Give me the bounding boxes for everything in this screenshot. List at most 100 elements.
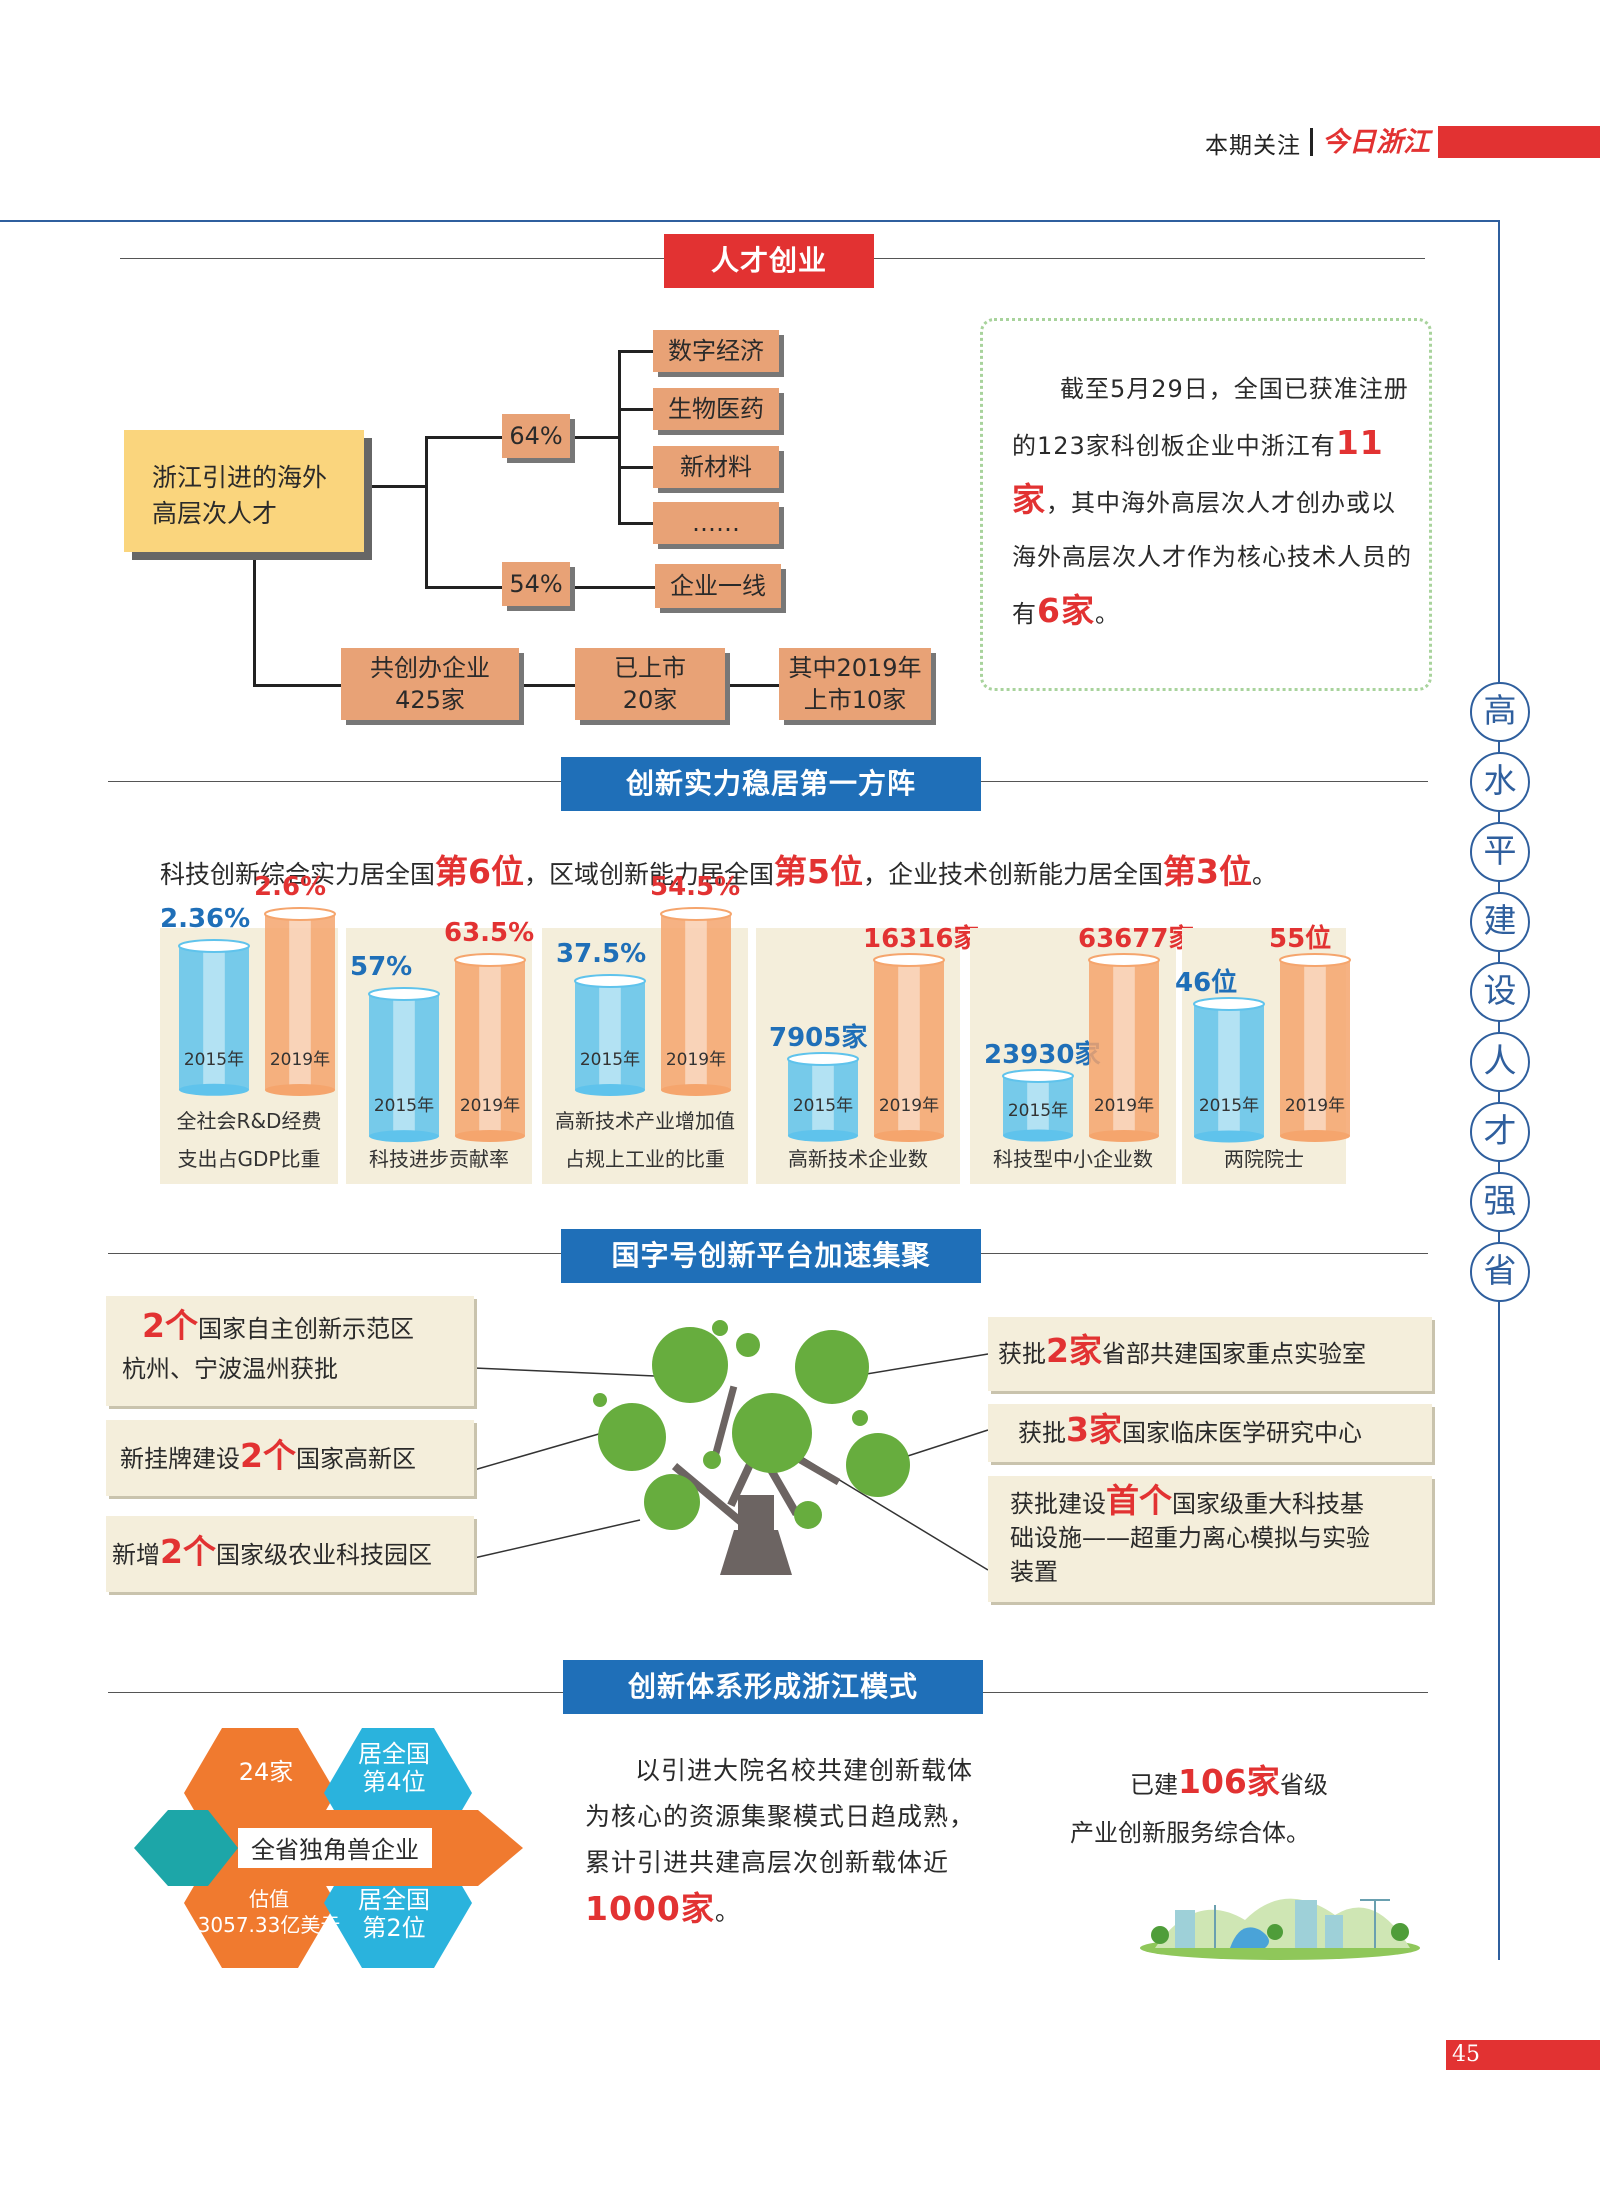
field-box: 数字经济	[653, 330, 779, 372]
vertical-title-char: 强	[1470, 1172, 1530, 1232]
bar-year-label: 2019年	[459, 1096, 521, 1116]
platform-text: 获批	[1018, 1419, 1066, 1447]
vertical-title-char: 省	[1470, 1242, 1530, 1302]
bar-2019	[264, 907, 336, 1096]
hex-rank2-text: 居全国 第2位	[334, 1886, 454, 1942]
ranking-number: 第3位	[1162, 852, 1252, 891]
bar-2015	[787, 1052, 859, 1142]
platform-number: 2个	[160, 1532, 216, 1571]
platform-text: 获批	[998, 1340, 1046, 1368]
unicorn-hexagon-graphic	[134, 1728, 523, 1968]
vertical-title-char: 平	[1470, 822, 1530, 882]
box-line: 已上市	[614, 654, 686, 682]
platform-item-line: 获批建设首个国家级重大科技基	[1010, 1484, 1432, 1521]
platform-text: 国家级重大科技基	[1172, 1490, 1364, 1518]
note-number: 6家	[1037, 591, 1095, 630]
hex-line: 居全国	[358, 1740, 430, 1768]
system-number: 106家	[1178, 1762, 1280, 1801]
bar-year-label: 2015年	[183, 1050, 245, 1070]
platform-number: 2家	[1046, 1331, 1102, 1370]
platform-text: 获批建设	[1010, 1490, 1106, 1518]
bar-value-label: 16316家	[863, 924, 980, 954]
hex-count-text: 24家	[238, 1758, 294, 1786]
vertical-title-char: 建	[1470, 892, 1530, 952]
bar-year-label: 2015年	[1007, 1101, 1069, 1122]
industrial-park-illustration	[1140, 1898, 1420, 1960]
system-line: 已建106家省级	[1070, 1758, 1370, 1809]
talent-main-line: 高层次人才	[152, 499, 278, 528]
stat-caption: 高新技术企业数	[756, 1140, 960, 1178]
platform-text: 新增	[112, 1541, 160, 1569]
connector	[253, 684, 343, 687]
stat-caption-line: 两院院士	[1224, 1147, 1304, 1171]
percent-64-box: 64%	[502, 414, 570, 458]
box-line: 425家	[395, 686, 465, 714]
connector	[570, 586, 655, 589]
box-line: 其中2019年	[788, 654, 922, 682]
box-line: 20家	[622, 686, 678, 714]
platform-text: 国家临床医学研究中心	[1121, 1419, 1362, 1447]
section-title-system: 创新体系形成浙江模式	[563, 1660, 983, 1714]
stat-caption: 科技进步贡献率	[346, 1140, 532, 1178]
header-divider	[1310, 128, 1313, 156]
magazine-logo: 今日浙江	[1322, 127, 1430, 158]
stat-caption: 两院院士	[1182, 1140, 1346, 1178]
bar-value-label: 54.5%	[650, 872, 741, 902]
bar-value-label: 46位	[1175, 967, 1238, 998]
note-number: 11家	[1012, 423, 1384, 519]
listed-box: 已上市 20家	[575, 648, 725, 720]
platform-item-line: 2个国家自主创新示范区	[142, 1306, 474, 1349]
stat-caption: 全社会R&D经费支出占GDP比重	[160, 1102, 338, 1178]
field-box: 生物医药	[653, 388, 779, 430]
platform-item-big-facility: 获批建设首个国家级重大科技基 础设施——超重力离心模拟与实验 装置	[988, 1476, 1432, 1602]
note-text-part: 。	[1094, 600, 1120, 628]
bar-value-label: 2.6%	[254, 872, 327, 902]
platform-item-clinical-centers: 获批3家国家临床医学研究中心	[988, 1404, 1432, 1462]
connector	[618, 350, 653, 353]
section-title-talent: 人才创业	[664, 234, 874, 288]
bar-value-label: 57%	[350, 951, 413, 982]
stat-caption-line: 全社会R&D经费	[176, 1109, 322, 1133]
bar-2019	[1088, 953, 1160, 1142]
connector	[618, 350, 621, 525]
star-market-note-box	[980, 318, 1432, 691]
vertical-title-char: 人	[1470, 1032, 1530, 1092]
bar-year-label: 2015年	[373, 1096, 435, 1116]
hex-line: 估值	[249, 1887, 289, 1911]
connector	[618, 408, 653, 411]
column-name: 本期关注	[1205, 133, 1301, 159]
platform-item-demo-zones: 2个国家自主创新示范区 杭州、宁波温州获批	[106, 1296, 474, 1406]
connector	[724, 684, 780, 687]
bar-value-label: 63677家	[1078, 924, 1195, 954]
bar-2019	[660, 907, 732, 1096]
talent-main-line: 浙江引进的海外	[152, 463, 328, 492]
system-number: 1000家	[585, 1889, 715, 1928]
enterprises-box: 共创办企业 425家	[341, 648, 519, 720]
bar-2015	[1002, 1069, 1074, 1142]
stat-caption-line: 科技进步贡献率	[369, 1147, 509, 1171]
connector	[425, 436, 428, 588]
connector	[618, 466, 653, 469]
ranking-text: 科技创新综合实力居全国	[160, 860, 436, 889]
ranking-number: 第6位	[435, 852, 524, 891]
platform-item-hightech-zones: 新挂牌建设2个国家高新区	[106, 1420, 474, 1496]
hex-line: 第4位	[362, 1768, 426, 1796]
system-text: 以引进大院名校共建创新载体为核心的资源集聚模式日趋成熟，累计引进共建高层次创新载…	[585, 1756, 976, 1877]
connector	[425, 436, 503, 439]
talent-main-box: 浙江引进的海外 高层次人才	[124, 430, 364, 552]
vertical-title-char: 设	[1470, 962, 1530, 1022]
innovation-tree-illustration	[473, 1320, 989, 1575]
header-accent-bar	[1438, 126, 1600, 158]
frontline-box: 企业一线	[655, 564, 781, 608]
bar-year-label: 2019年	[269, 1050, 331, 1070]
bar-value-label: 63.5%	[444, 918, 535, 948]
page-number: 45	[1446, 2040, 1600, 2070]
bar-year-label: 2019年	[1093, 1096, 1155, 1116]
frame-top-line	[0, 220, 1500, 222]
bar-value-label: 55位	[1269, 924, 1332, 954]
section-title-platform: 国字号创新平台加速集聚	[561, 1229, 981, 1283]
stat-caption-line: 高新技术产业增加值	[555, 1109, 735, 1133]
note-text-part: 截至5月29日，全国已获准注册的123家科创板企业中浙江有	[1012, 375, 1409, 460]
stat-caption: 科技型中小企业数	[970, 1140, 1176, 1178]
bar-year-label: 2019年	[665, 1050, 727, 1070]
